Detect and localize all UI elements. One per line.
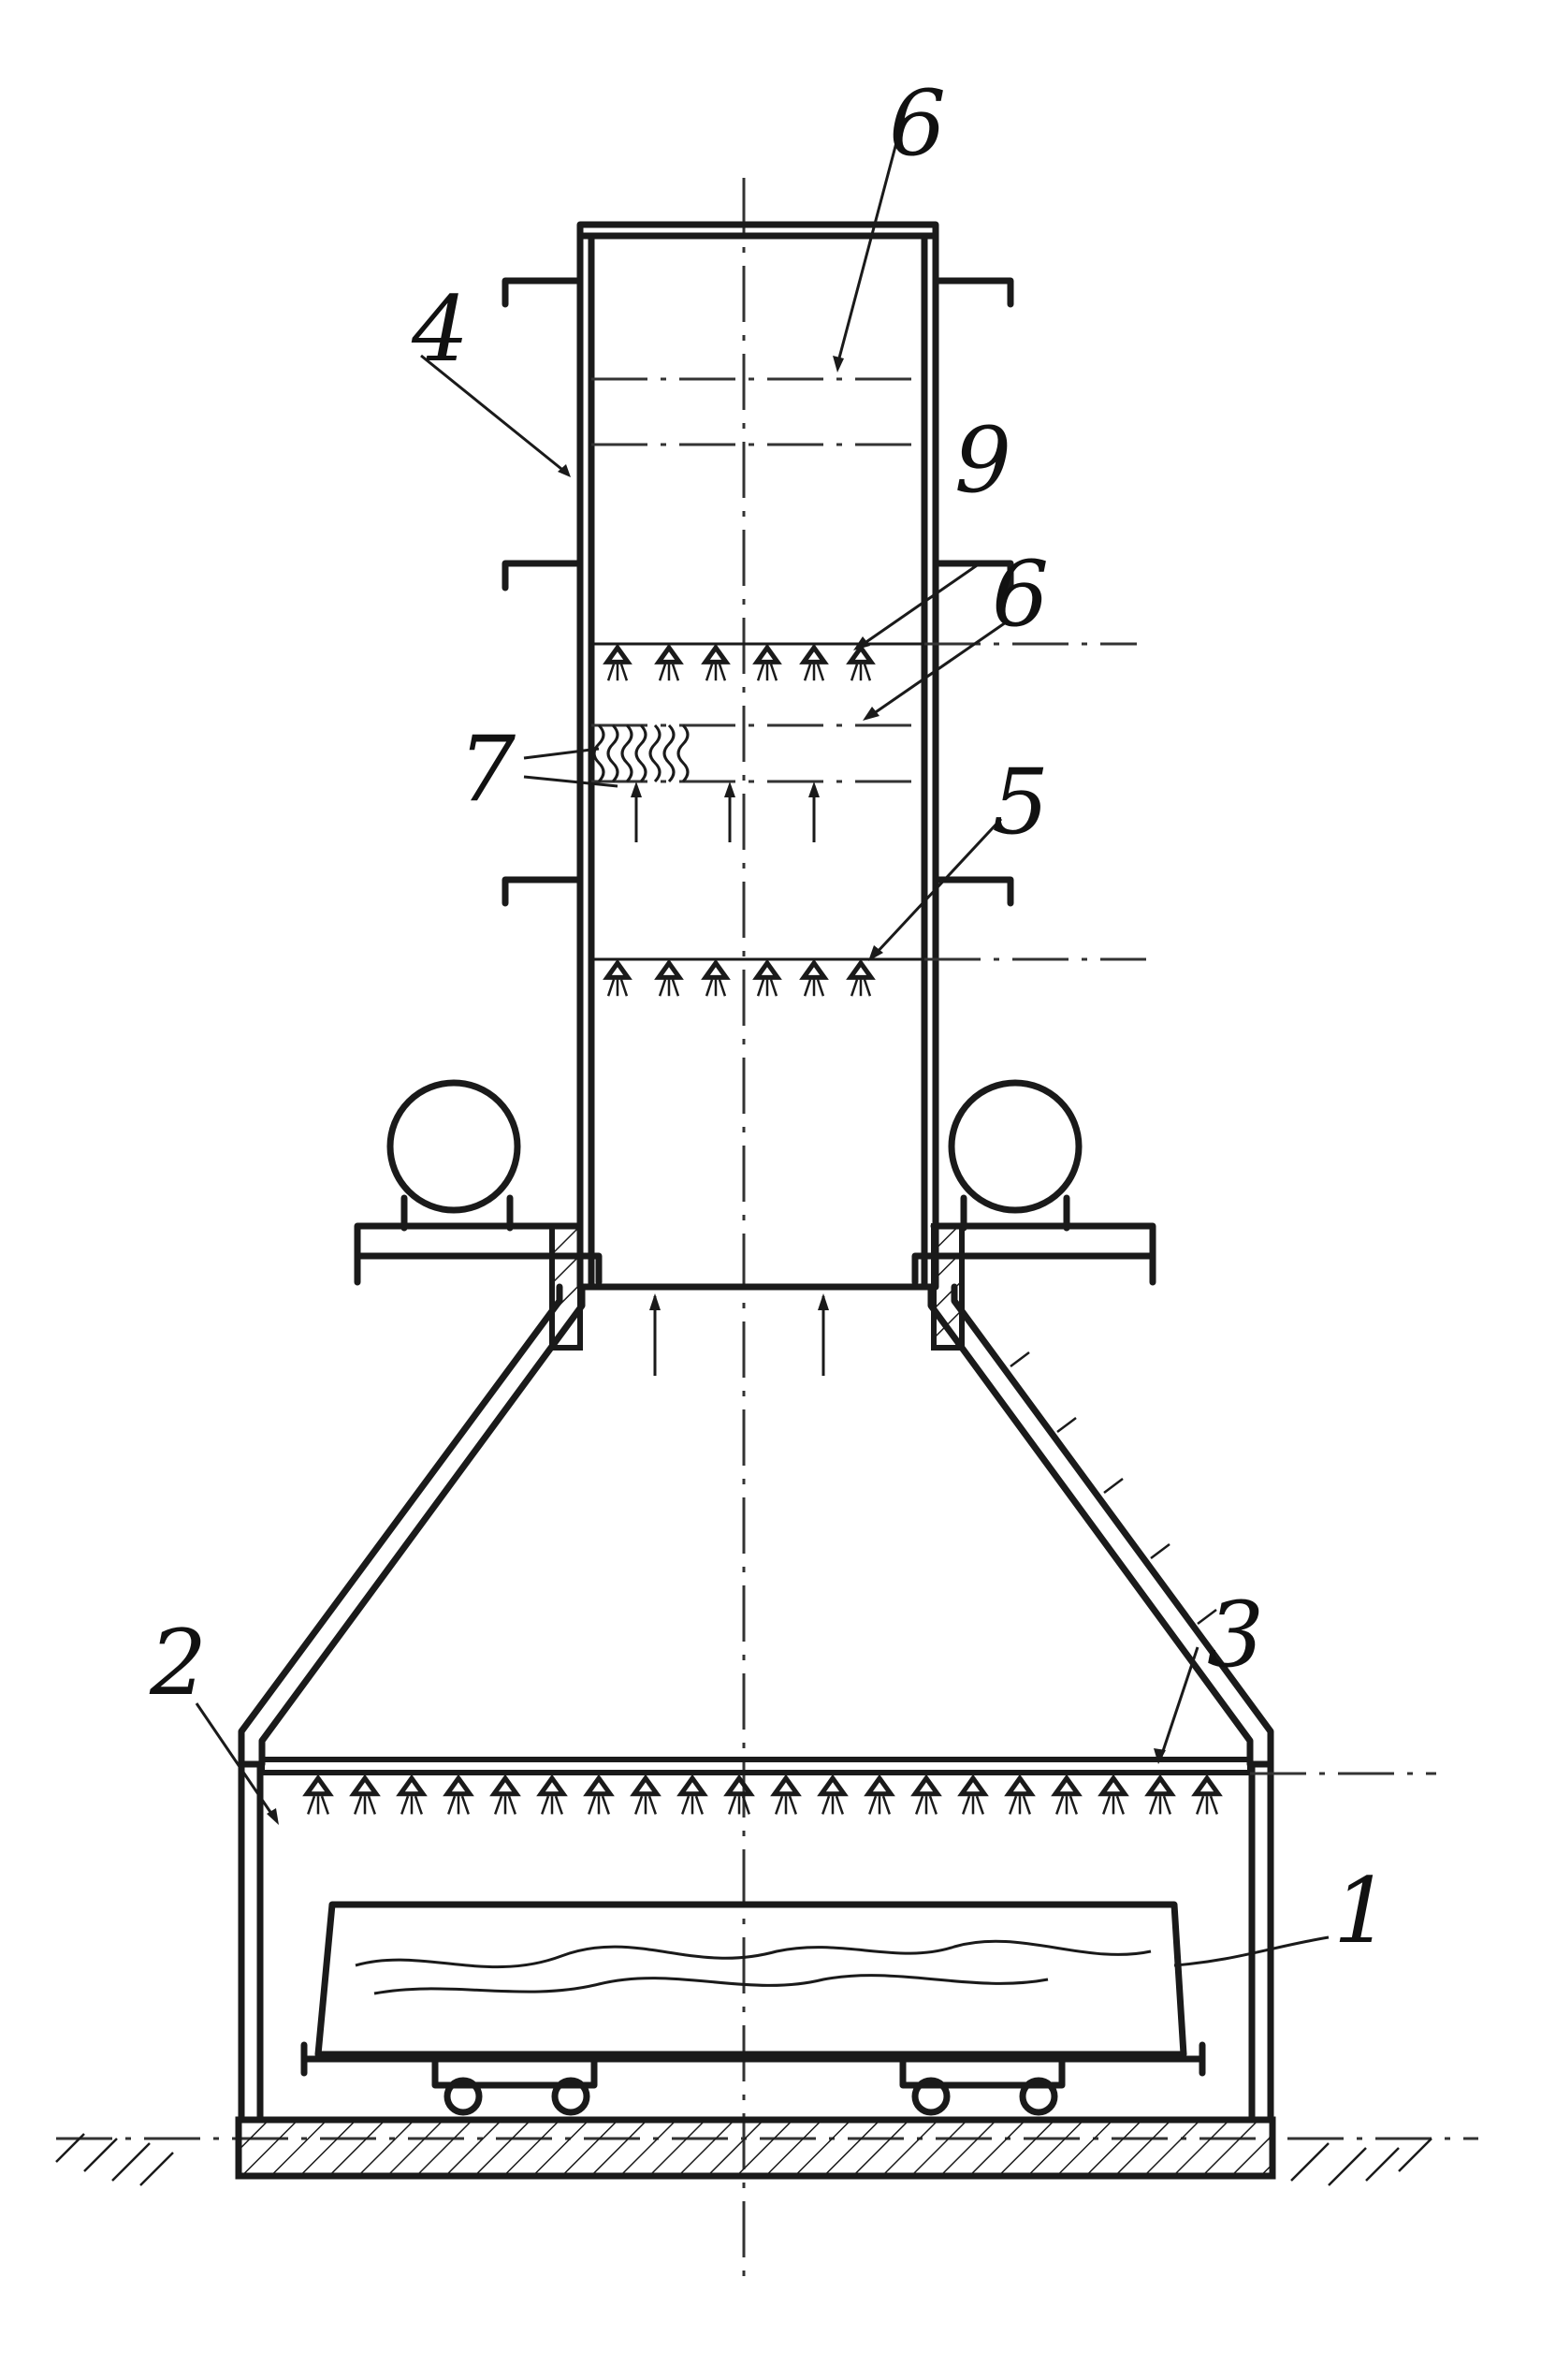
label-7: 7: [458, 717, 516, 822]
spray-nozzle-icon: [804, 648, 824, 680]
spray-nozzle-icon: [962, 1778, 984, 1814]
packing-layers: [591, 379, 924, 781]
spray-nozzle-icon: [634, 1778, 657, 1814]
stack-4: [580, 225, 936, 1287]
nozzle-row-5: [607, 963, 871, 996]
label-6-top: 6: [889, 71, 946, 176]
nozzle-row-9: [607, 648, 871, 680]
spray-nozzle-icon: [447, 1778, 470, 1814]
spray-nozzle-icon: [728, 1778, 750, 1814]
label-9: 9: [954, 408, 1011, 513]
spray-nozzle-icon: [850, 648, 871, 680]
spray-nozzle-icon: [821, 1778, 844, 1814]
spray-nozzle-icon: [494, 1778, 516, 1814]
spray-nozzle-icon: [659, 648, 679, 680]
spray-nozzle-icon: [757, 963, 778, 996]
nozzle-row-2: [307, 1778, 1218, 1814]
lower-chamber: [241, 1764, 1271, 2120]
spray-nozzle-icon: [705, 648, 726, 680]
hood: [241, 1287, 1271, 1764]
spray-nozzle-icon: [868, 1778, 891, 1814]
spray-nozzle-icon: [354, 1778, 376, 1814]
spray-nozzle-icon: [400, 1778, 423, 1814]
spray-nozzle-icon: [1149, 1778, 1171, 1814]
left-platform: [357, 1083, 599, 1348]
spray-nozzle-icon: [1055, 1778, 1078, 1814]
label-2: 2: [149, 1611, 207, 1716]
spray-nozzle-icon: [541, 1778, 563, 1814]
label-6-mid: 6: [992, 542, 1049, 647]
spray-pipe-3: [262, 1759, 1250, 1773]
foundation-slab: [239, 2120, 1272, 2176]
spray-nozzle-icon: [915, 1778, 938, 1814]
label-5: 5: [992, 750, 1049, 854]
spray-nozzle-icon: [804, 963, 824, 996]
spray-nozzle-icon: [659, 963, 679, 996]
spray-nozzle-icon: [757, 648, 778, 680]
spray-nozzle-icon: [850, 963, 871, 996]
spray-nozzle-icon: [607, 648, 628, 680]
spray-nozzle-icon: [607, 963, 628, 996]
spray-nozzle-icon: [307, 1778, 329, 1814]
spray-nozzle-icon: [588, 1778, 610, 1814]
label-3: 3: [1207, 1583, 1264, 1687]
leader-lines: [196, 136, 1329, 1965]
demister-7: [594, 725, 688, 781]
right-platform: [915, 1083, 1153, 1348]
spray-nozzle-icon: [705, 963, 726, 996]
spray-nozzle-icon: [1196, 1778, 1218, 1814]
vehicle-1: [304, 1905, 1202, 2112]
spray-nozzle-icon: [775, 1778, 797, 1814]
spray-nozzle-icon: [1009, 1778, 1031, 1814]
spray-nozzle-icon: [1102, 1778, 1125, 1814]
label-1: 1: [1333, 1859, 1390, 1964]
label-4: 4: [411, 277, 469, 382]
spray-nozzle-icon: [681, 1778, 704, 1814]
